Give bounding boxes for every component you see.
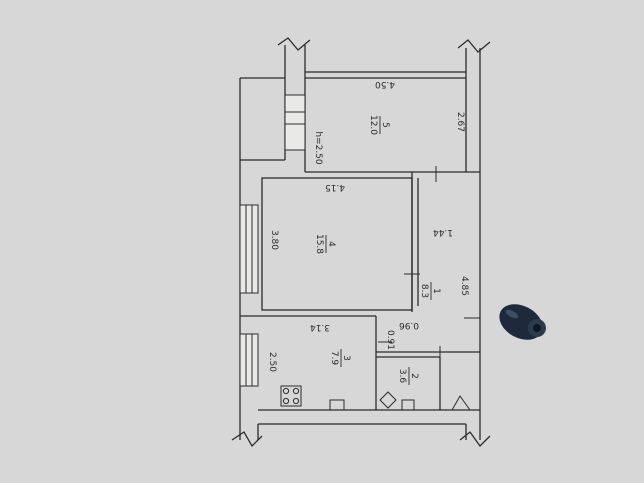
stove-burner-icon xyxy=(292,397,300,405)
stove-burner-icon xyxy=(292,387,300,395)
room-label-5: 5 12.0 xyxy=(368,115,390,135)
room-number: 4 xyxy=(326,241,336,247)
stove-burner-icon xyxy=(282,397,290,405)
room-label-2: 2 3.6 xyxy=(397,367,419,385)
dim-small-a: 0.96 xyxy=(399,320,419,330)
windows xyxy=(239,94,306,387)
kitchen-sink-icon xyxy=(329,399,345,411)
marker-pen-icon xyxy=(499,304,546,340)
door-marks xyxy=(378,166,480,362)
dim-room5-width: 4.50 xyxy=(375,79,395,89)
stove-burner-icon xyxy=(282,387,290,395)
room-number: 2 xyxy=(409,373,419,379)
window-kitchen xyxy=(239,333,259,387)
dim-corridor-width: 1.44 xyxy=(433,227,453,237)
stove-icon xyxy=(280,385,302,407)
room-label-3: 3 7.9 xyxy=(329,349,351,367)
dim-ceiling-height: h=2.50 xyxy=(313,131,323,165)
window-room4 xyxy=(239,204,259,294)
fixtures xyxy=(280,385,471,411)
dim-room4-length: 3.80 xyxy=(269,230,279,250)
window-room5 xyxy=(284,94,306,151)
room-number: 3 xyxy=(341,355,351,361)
room-area: 3.6 xyxy=(397,369,407,384)
dim-kitchen-width: 3.14 xyxy=(310,322,330,332)
room-label-1: 1 8.3 xyxy=(419,282,441,300)
room-number: 1 xyxy=(431,288,441,294)
dim-corridor-length: 4.85 xyxy=(459,276,469,296)
room-area: 12.0 xyxy=(368,115,378,135)
ventilation-icon xyxy=(451,395,471,411)
room-number: 5 xyxy=(380,122,390,128)
room-area: 7.9 xyxy=(329,351,339,366)
room-label-4: 4 15.8 xyxy=(314,234,336,254)
room-area: 8.3 xyxy=(419,284,429,298)
dim-small-b: 0.91 xyxy=(385,330,395,350)
dim-room5-length: 2.67 xyxy=(455,112,465,132)
dim-kitchen-length: 2.50 xyxy=(267,352,277,372)
break-mark-top-left xyxy=(277,37,311,51)
break-mark-bottom-left xyxy=(231,431,263,448)
dim-room4-width: 4.15 xyxy=(325,182,345,192)
wash-basin-icon xyxy=(401,399,415,411)
break-mark-bottom-right xyxy=(459,431,491,448)
break-mark-top-right xyxy=(457,39,491,53)
room-area: 15.8 xyxy=(314,234,324,254)
toilet-icon xyxy=(379,391,397,409)
